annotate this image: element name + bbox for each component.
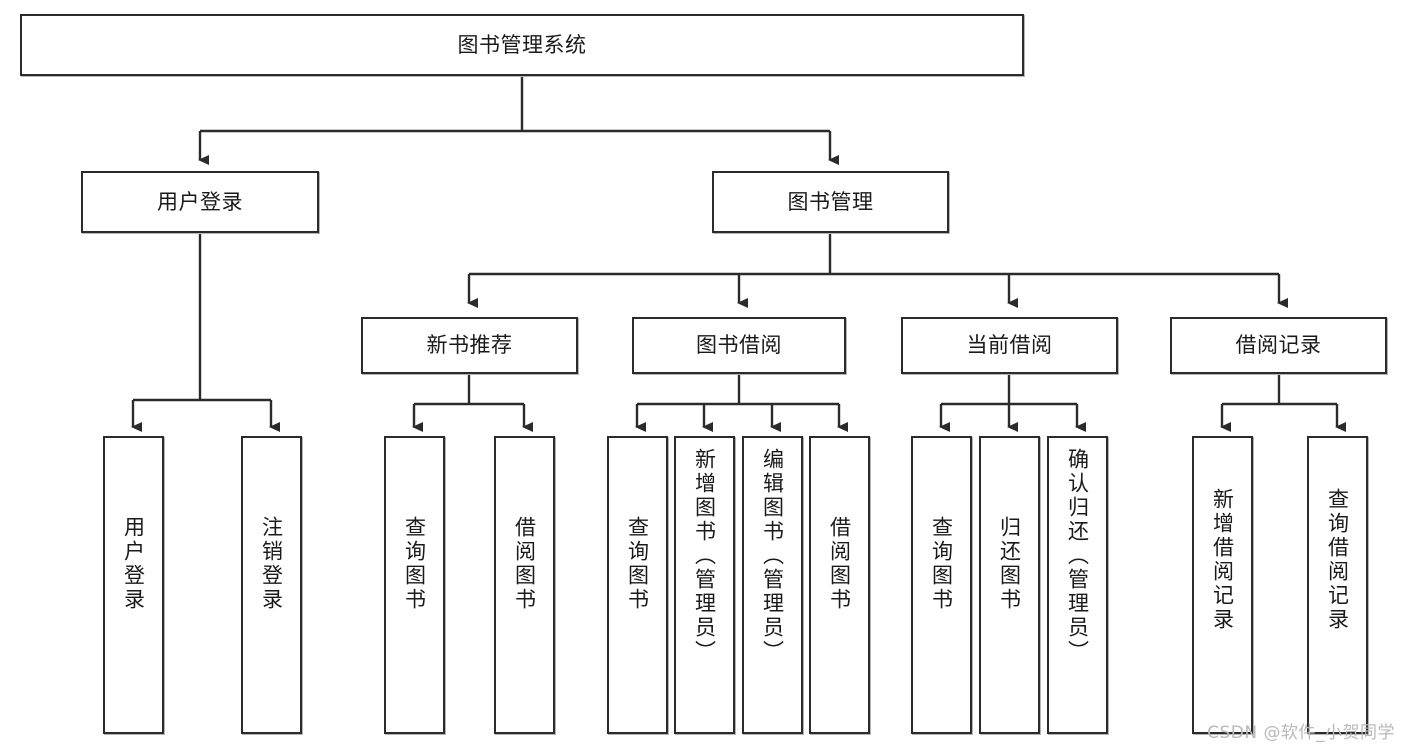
node-root-book-management-system[interactable]: 图书管理系统 — [20, 14, 1024, 76]
node-label: 借阅图书 — [512, 516, 537, 612]
node-label: 确认归还（管理员） — [1065, 448, 1090, 664]
node-label: 借阅记录 — [1235, 333, 1322, 358]
leaf-borrow-book-borrowing[interactable]: 借阅图书 — [809, 436, 870, 734]
leaf-logout[interactable]: 注销登录 — [241, 436, 302, 734]
node-current-borrowing[interactable]: 当前借阅 — [901, 317, 1118, 374]
node-label: 查询图书 — [929, 516, 954, 612]
node-label: 用户登录 — [121, 516, 146, 612]
node-label: 归还图书 — [997, 516, 1022, 612]
leaf-return-book[interactable]: 归还图书 — [979, 436, 1040, 734]
node-new-book-recommendation[interactable]: 新书推荐 — [361, 317, 578, 374]
node-label: 编辑图书（管理员） — [760, 448, 785, 664]
node-label: 新增图书（管理员） — [692, 448, 717, 664]
node-label: 查询图书 — [625, 516, 650, 612]
node-label: 图书管理 — [787, 189, 874, 214]
leaf-user-login[interactable]: 用户登录 — [103, 436, 164, 734]
leaf-add-book-admin[interactable]: 新增图书（管理员） — [674, 436, 735, 734]
node-book-management[interactable]: 图书管理 — [712, 171, 949, 233]
node-label: 当前借阅 — [966, 333, 1053, 358]
node-label: 图书借阅 — [696, 333, 782, 358]
node-book-borrowing[interactable]: 图书借阅 — [632, 317, 846, 374]
node-user-login[interactable]: 用户登录 — [81, 171, 319, 233]
leaf-query-book-current[interactable]: 查询图书 — [911, 436, 972, 734]
node-borrowing-record[interactable]: 借阅记录 — [1170, 317, 1387, 374]
node-label: 新增借阅记录 — [1210, 488, 1235, 632]
leaf-borrow-book-recommendation[interactable]: 借阅图书 — [494, 436, 555, 734]
leaf-query-book-borrowing[interactable]: 查询图书 — [607, 436, 668, 734]
node-label: 借阅图书 — [827, 516, 852, 612]
node-label: 查询借阅记录 — [1325, 488, 1350, 632]
node-label: 新书推荐 — [426, 333, 513, 358]
leaf-edit-book-admin[interactable]: 编辑图书（管理员） — [742, 436, 803, 734]
node-label: 注销登录 — [259, 516, 284, 612]
leaf-query-borrow-record[interactable]: 查询借阅记录 — [1307, 436, 1368, 734]
node-label: 查询图书 — [402, 516, 427, 612]
leaf-query-book-recommendation[interactable]: 查询图书 — [384, 436, 445, 734]
node-label: 用户登录 — [157, 189, 243, 214]
node-label: 图书管理系统 — [457, 32, 587, 57]
leaf-add-borrow-record[interactable]: 新增借阅记录 — [1192, 436, 1253, 734]
csdn-watermark: CSDN @软件_小贺同学 — [1207, 723, 1395, 743]
leaf-confirm-return-admin[interactable]: 确认归还（管理员） — [1047, 436, 1108, 734]
